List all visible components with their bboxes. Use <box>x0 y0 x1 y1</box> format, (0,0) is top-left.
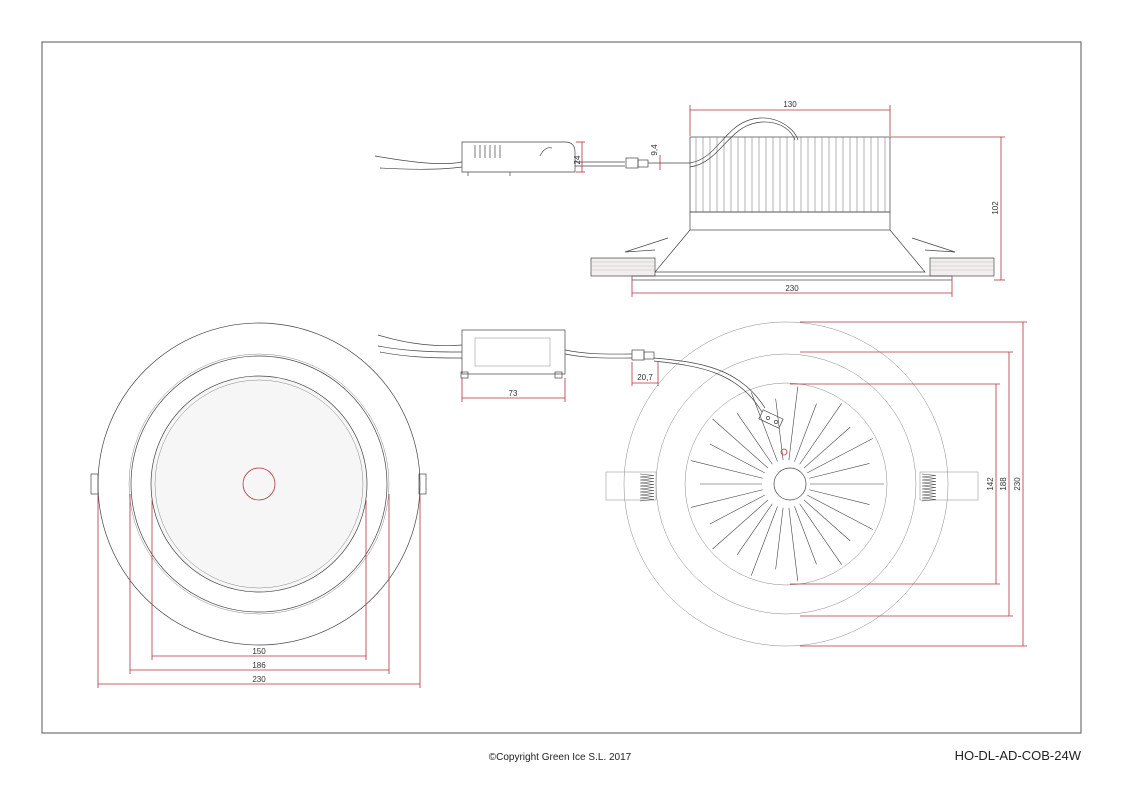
heatsink-body <box>689 136 891 213</box>
back-heatsink-fins <box>690 386 884 582</box>
copyright-text: ©Copyright Green Ice S.L. 2017 <box>488 752 632 763</box>
dim-front-outer: 230 <box>252 675 266 684</box>
dim-back-heatsink: 142 <box>986 477 995 491</box>
drawing-frame <box>41 41 1082 734</box>
front-outer-ring <box>97 322 421 646</box>
ceiling-left <box>590 257 656 277</box>
dim-back-outer: 230 <box>1013 477 1022 491</box>
front-center <box>242 467 276 501</box>
clip-spring-right <box>921 473 937 502</box>
heatsink-fins <box>695 137 886 212</box>
reflector-cone <box>654 229 926 273</box>
dim-side-height: 102 <box>991 201 1000 215</box>
dim-driver-length: 73 <box>509 389 518 398</box>
back-hub <box>773 467 807 501</box>
dim-driver-height: 24 <box>573 155 582 164</box>
dim-back-mid: 188 <box>999 477 1008 491</box>
dim-driver-connector: 20,7 <box>637 373 653 382</box>
front-diffuser <box>150 375 368 593</box>
product-code: HO-DL-AD-COB-24W <box>954 748 1081 763</box>
dim-side-cutout: 230 <box>785 284 799 293</box>
back-heatsink-circle <box>684 382 888 586</box>
front-view: 150 186 230 <box>90 322 427 688</box>
clip-spring-left <box>639 473 655 502</box>
driver-box <box>461 329 566 375</box>
side-driver-box <box>461 141 576 173</box>
driver-view: 73 20,7 <box>377 329 659 402</box>
dim-front-inner: 150 <box>252 647 266 656</box>
side-view: 24 9,4 130 102 <box>374 100 1005 297</box>
ceiling-right <box>929 257 995 277</box>
dim-front-mid: 186 <box>252 661 266 670</box>
dim-side-width: 130 <box>783 100 797 109</box>
back-outer-ring <box>623 321 949 647</box>
back-view: 142 188 230 <box>605 321 1027 647</box>
dim-side-connector: 9,4 <box>650 144 659 156</box>
